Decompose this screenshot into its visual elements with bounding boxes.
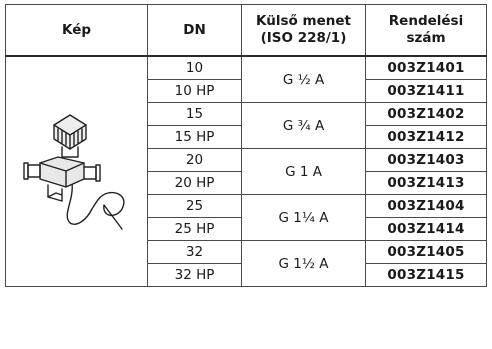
order-code-cell: 003Z1401 bbox=[365, 55, 487, 80]
dn-cell: 20 bbox=[147, 148, 242, 172]
thread-cell: G ½ A bbox=[241, 55, 366, 103]
dn-cell: 25 HP bbox=[147, 217, 242, 241]
dn-cell: 10 bbox=[147, 55, 242, 80]
header-thread: Külső menet(ISO 228/1) bbox=[241, 4, 366, 57]
table-row: 10 G ½ A 003Z1401 bbox=[5, 55, 487, 287]
dn-cell: 32 bbox=[147, 240, 242, 264]
dn-cell: 10 HP bbox=[147, 79, 242, 103]
table-row: 25 HP 003Z1414 bbox=[6, 217, 487, 241]
table-row: 20 G 1 A 003Z1403 bbox=[6, 148, 487, 195]
order-code-cell: 003Z1402 bbox=[365, 102, 487, 126]
order-code-cell: 003Z1413 bbox=[365, 171, 487, 195]
table-row: 15 G ¾ A 003Z1402 bbox=[6, 102, 487, 149]
thread-cell: G 1 A bbox=[241, 148, 366, 195]
thread-cell: G ¾ A bbox=[241, 102, 366, 149]
order-code-cell: 003Z1411 bbox=[365, 79, 487, 103]
dn-cell: 25 bbox=[147, 194, 242, 218]
thread-cell: G 1¼ A bbox=[241, 194, 366, 241]
valve-with-capillary-icon bbox=[22, 113, 124, 230]
table-row: 32 G 1½ A 003Z1405 bbox=[6, 240, 487, 287]
order-code-cell: 003Z1405 bbox=[365, 240, 487, 264]
order-code-cell: 003Z1415 bbox=[365, 263, 487, 287]
product-image-cell bbox=[5, 55, 148, 287]
table-row: 32 HP 003Z1415 bbox=[6, 263, 487, 287]
dn-cell: 15 bbox=[147, 102, 242, 126]
table-row: 10 HP 003Z1411 bbox=[6, 79, 487, 103]
header-image: Kép bbox=[5, 4, 148, 57]
header-dn: DN bbox=[147, 4, 242, 57]
table-row: 20 HP 003Z1413 bbox=[6, 171, 487, 195]
order-code-cell: 003Z1414 bbox=[365, 217, 487, 241]
order-code-cell: 003Z1404 bbox=[365, 194, 487, 218]
order-code-cell: 003Z1412 bbox=[365, 125, 487, 149]
dn-cell: 15 HP bbox=[147, 125, 242, 149]
table-row: 15 HP 003Z1412 bbox=[6, 125, 487, 149]
order-code-cell: 003Z1403 bbox=[365, 148, 487, 172]
table-row: 25 G 1¼ A 003Z1404 bbox=[6, 194, 487, 241]
dn-cell: 20 HP bbox=[147, 171, 242, 195]
thread-cell: G 1½ A bbox=[241, 240, 366, 287]
dn-cell: 32 HP bbox=[147, 263, 242, 287]
